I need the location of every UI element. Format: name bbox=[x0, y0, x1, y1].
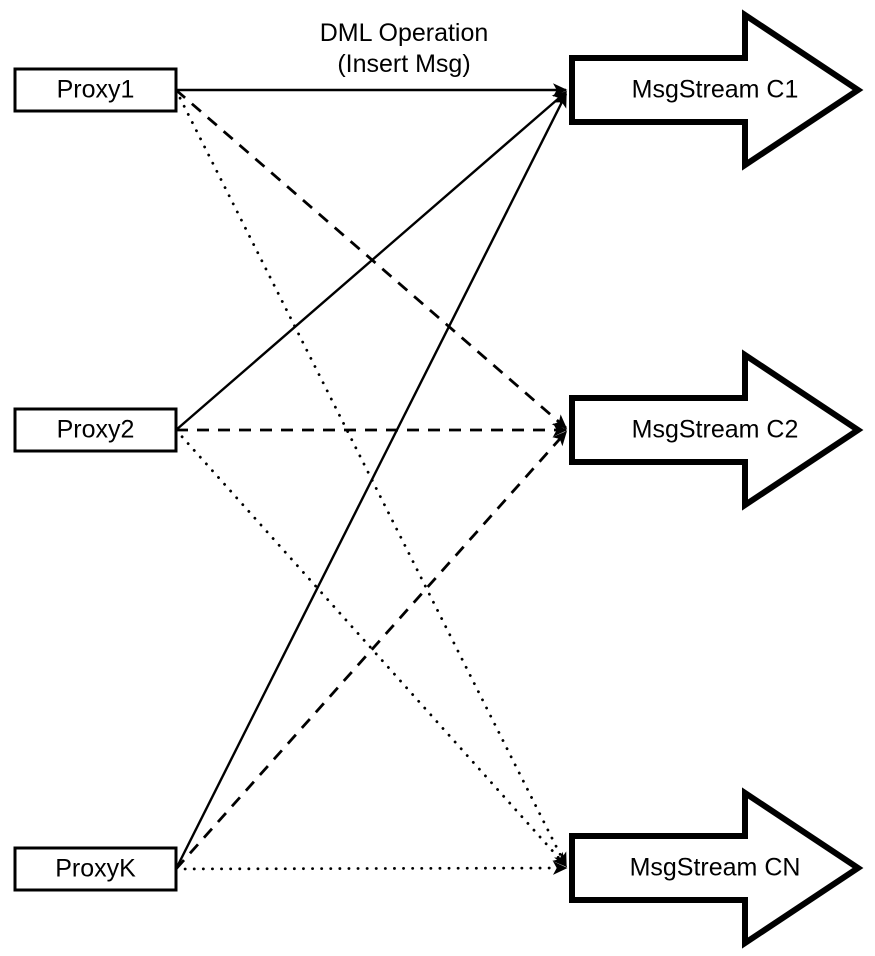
stream-label-cn: MsgStream CN bbox=[630, 854, 801, 882]
block-arrow-icon-c1[interactable] bbox=[569, 9, 864, 171]
proxy-box-rect-proxy2[interactable] bbox=[13, 407, 178, 453]
stream-label-c2: MsgStream C2 bbox=[632, 416, 799, 444]
proxy-box-rect-proxyk[interactable] bbox=[13, 846, 178, 892]
link-proxy1-to-stream-c2 bbox=[175, 88, 568, 430]
link-proxyk-to-stream-cn bbox=[174, 861, 568, 875]
stream-node-c1[interactable]: MsgStream C1 bbox=[569, 9, 864, 171]
link-proxy2-to-stream-c1 bbox=[175, 91, 568, 431]
stream-label-c1: MsgStream C1 bbox=[632, 76, 799, 104]
proxy-label-proxy2: Proxy2 bbox=[57, 416, 135, 444]
proxy-label-proxy1: Proxy1 bbox=[57, 76, 135, 104]
stream-node-cn[interactable]: MsgStream CN bbox=[569, 787, 864, 949]
proxy-nodes-layer: Proxy1 Proxy2 ProxyK bbox=[13, 67, 178, 892]
proxy-node-proxyk[interactable]: ProxyK bbox=[13, 846, 178, 892]
link-proxy2-to-stream-cn bbox=[174, 428, 568, 868]
proxy-node-proxy2[interactable]: Proxy2 bbox=[13, 407, 178, 453]
proxy-label-proxyk: ProxyK bbox=[55, 855, 136, 883]
block-arrow-icon-c2[interactable] bbox=[569, 349, 864, 511]
link-proxyk-to-stream-c1 bbox=[174, 92, 568, 870]
edge-caption-group: DML Operation (Insert Msg) bbox=[320, 19, 489, 78]
edge-caption-line1: DML Operation bbox=[320, 19, 489, 47]
stream-node-c2[interactable]: MsgStream C2 bbox=[569, 349, 864, 511]
proxy-box-rect-proxy1[interactable] bbox=[13, 67, 178, 113]
link-proxyk-to-stream-c2 bbox=[174, 430, 568, 870]
block-arrow-icon-cn[interactable] bbox=[569, 787, 864, 949]
edge-caption-line2: (Insert Msg) bbox=[337, 50, 470, 78]
link-proxy1-to-stream-cn bbox=[174, 88, 568, 868]
stream-nodes-layer: MsgStream C1 MsgStream C2 MsgStream CN bbox=[569, 9, 864, 949]
links-layer bbox=[174, 83, 568, 875]
proxy-node-proxy1[interactable]: Proxy1 bbox=[13, 67, 178, 113]
